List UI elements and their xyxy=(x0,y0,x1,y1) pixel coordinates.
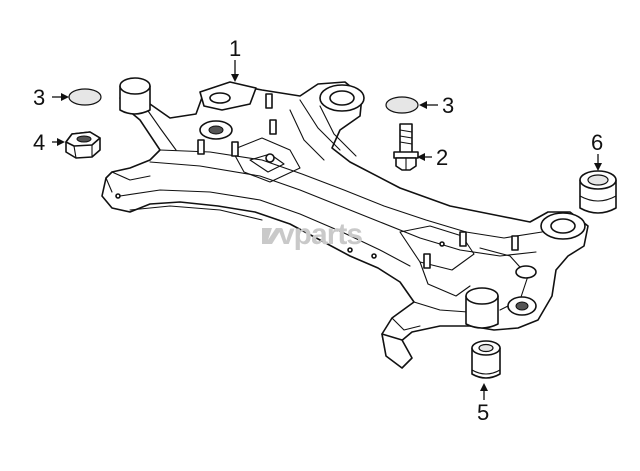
callout-2: 2 xyxy=(436,145,448,170)
bushing-front xyxy=(471,340,501,379)
hex-nut xyxy=(65,131,101,159)
bolt xyxy=(393,123,419,171)
callout-1: 1 xyxy=(229,36,241,61)
leader-lines xyxy=(52,60,602,400)
watermark-text: vparts xyxy=(278,218,362,251)
bushing-rear xyxy=(579,170,617,214)
washer-left xyxy=(68,88,102,106)
callout-3-right: 3 xyxy=(442,93,454,118)
crossmember-subframe xyxy=(101,77,589,369)
callout-6: 6 xyxy=(591,130,603,155)
callout-3-left: 3 xyxy=(33,85,45,110)
watermark: vparts xyxy=(262,218,363,251)
mounting-studs xyxy=(197,93,519,269)
callout-4: 4 xyxy=(33,130,45,155)
callout-5: 5 xyxy=(477,400,489,425)
washer-right xyxy=(385,96,419,114)
